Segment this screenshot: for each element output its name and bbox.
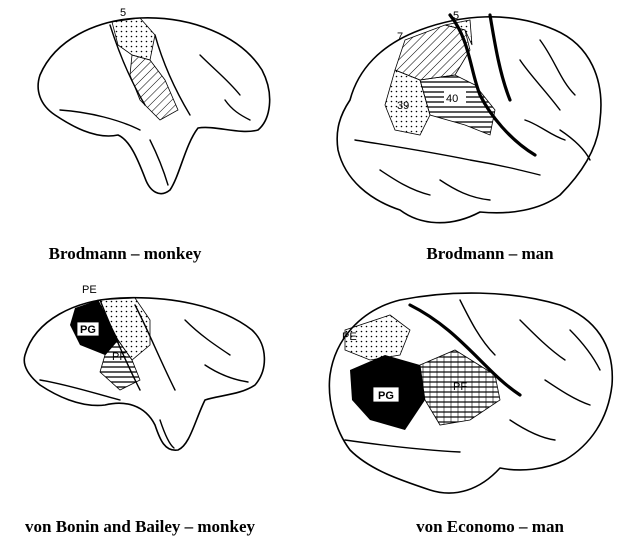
area-40-label: 40: [446, 93, 458, 105]
area-5-label: 5: [120, 7, 126, 19]
pf-label: PF: [453, 381, 467, 393]
area-7-label: 7: [397, 31, 403, 43]
pe-label: PE: [342, 331, 357, 343]
area-39-label: 39: [397, 100, 409, 112]
area-5-label: 5: [453, 10, 459, 22]
caption-brodmann-man: Brodmann – man: [390, 244, 590, 264]
pg-label: PG: [80, 324, 96, 336]
caption-von-bonin-bailey-monkey: von Bonin and Bailey – monkey: [0, 517, 280, 537]
human-brain-von-economo: PG PE PF: [329, 293, 612, 493]
monkey-brain-brodmann: 5: [38, 7, 270, 194]
caption-brodmann-monkey: Brodmann – monkey: [20, 244, 230, 264]
pg-label: PG: [378, 390, 394, 402]
caption-von-economo-man: von Economo – man: [400, 517, 580, 537]
monkey-brain-von-bonin: PG PE PF: [24, 284, 264, 450]
human-brain-brodmann: 5 7 40 39: [337, 10, 601, 223]
pf-label: PF: [112, 351, 126, 363]
pe-label: PE: [82, 284, 97, 296]
